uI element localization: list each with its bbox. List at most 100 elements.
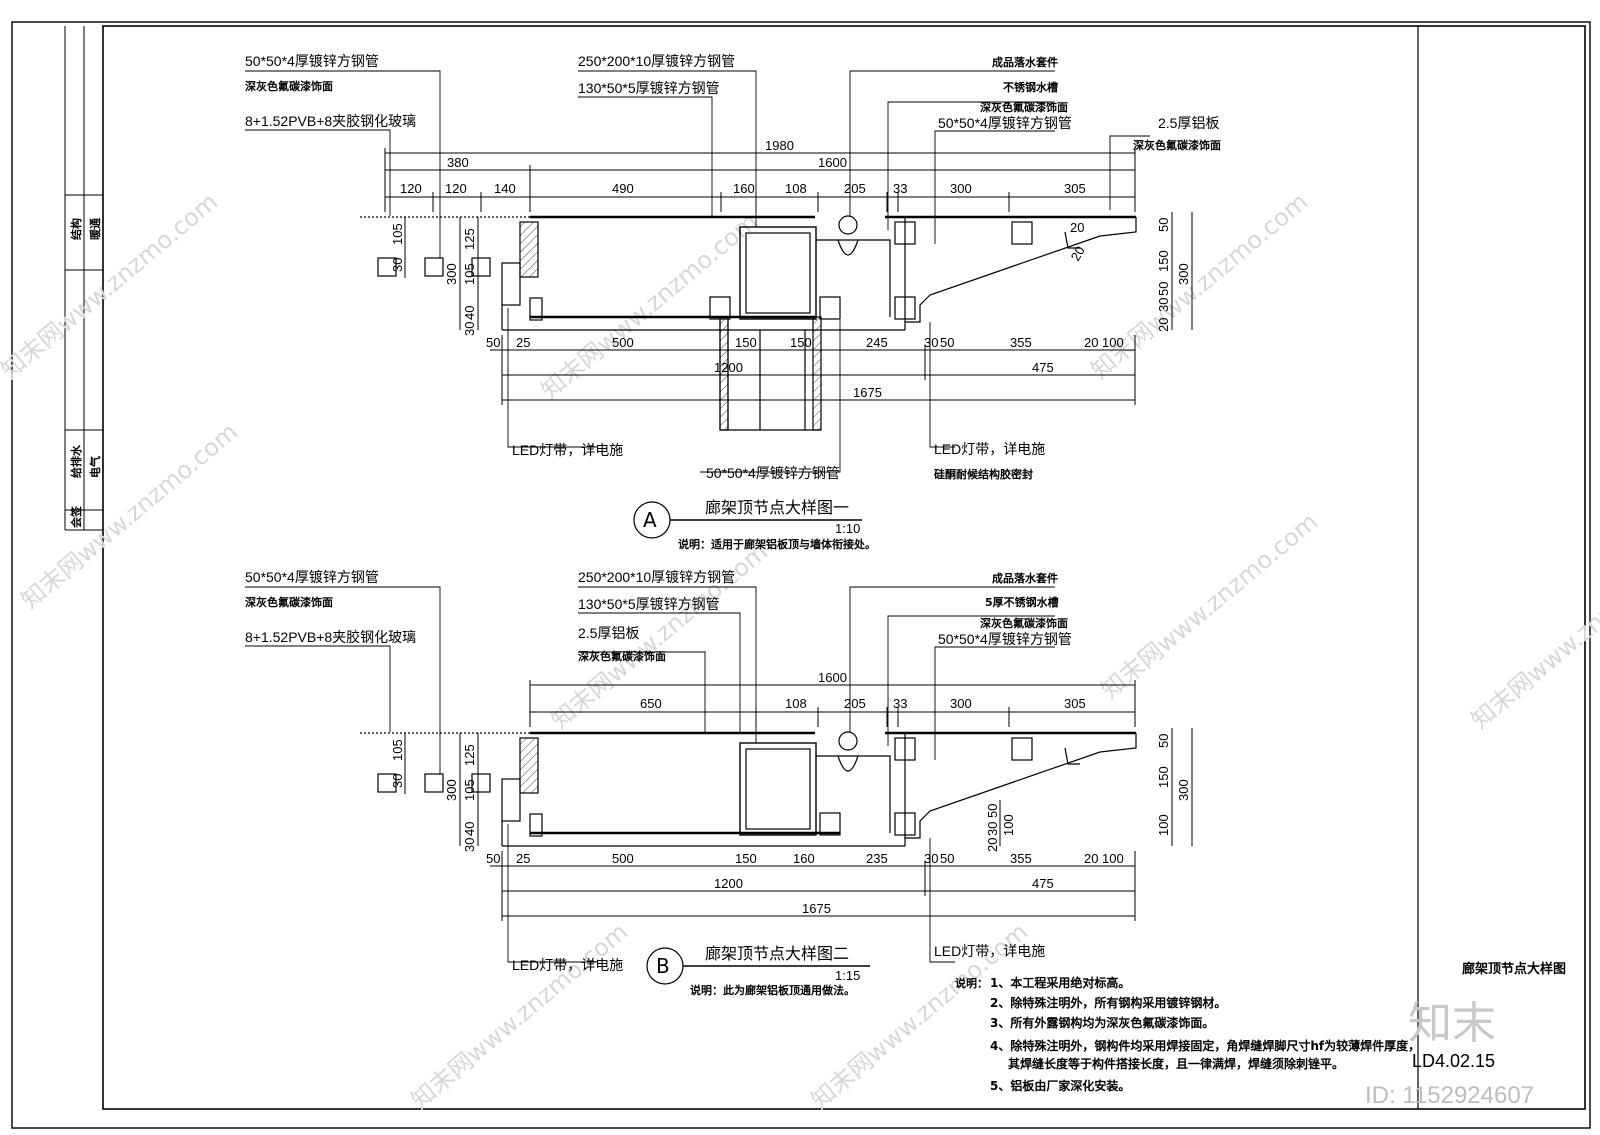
- callout: 深灰色氟碳漆饰面: [1133, 138, 1221, 152]
- dim-label: 20: [1070, 220, 1084, 235]
- dim-label: 305: [1064, 181, 1086, 196]
- dim-label: 50: [940, 851, 954, 866]
- dim-label: 160: [733, 181, 755, 196]
- callout: 50*50*4厚镀锌方钢管: [706, 465, 840, 481]
- note-item: 5、铝板由厂家深化安装。: [990, 1078, 1130, 1093]
- dim-label: 355: [1010, 335, 1032, 350]
- detail-b-dim-right-text: 50 150 300 100 30 50 100 20: [985, 734, 1191, 852]
- dim-label: 20: [1156, 318, 1171, 332]
- callout: 50*50*4厚镀锌方钢管: [245, 53, 379, 69]
- dim-label: 150: [735, 851, 757, 866]
- dim-label: 20: [985, 838, 1000, 852]
- note-item: 1、本工程采用绝对标高。: [990, 975, 1130, 990]
- detail-b-dim-left: [404, 733, 479, 846]
- note-item: 2、除特殊注明外，所有钢构采用镀锌钢材。: [990, 995, 1226, 1010]
- side-label: 给排水: [69, 444, 83, 478]
- callout: 50*50*4厚镀锌方钢管: [938, 115, 1072, 131]
- detail-b-dim-top-text: 1600 650 108 205 33 300 305: [640, 670, 1086, 711]
- detail-note: 说明：此为廊架铝板顶通用做法。: [690, 983, 855, 997]
- dim-label: 30: [462, 838, 477, 852]
- dim-label: 100: [1001, 814, 1016, 836]
- callout: 硅酮耐候结构胶密封: [934, 467, 1033, 481]
- dim-label: 40: [462, 306, 477, 320]
- dim-label: 125: [462, 744, 477, 766]
- detail-b-dim-left-text: 105 30 300 125 105 40 30: [390, 739, 477, 852]
- dim-label: 235: [866, 851, 888, 866]
- dim-label: 1675: [802, 901, 831, 916]
- dim-label: 205: [844, 696, 866, 711]
- detail-note: 说明：适用于廊架铝板顶与墙体衔接处。: [678, 537, 876, 551]
- dim-label: 33: [893, 181, 907, 196]
- callout: 2.5厚铝板: [1158, 115, 1219, 131]
- detail-b-callouts: 50*50*4厚镀锌方钢管 深灰色氟碳漆饰面 8+1.52PVB+8夹胶钢化玻璃…: [245, 569, 1072, 973]
- dim-label: 20: [1068, 243, 1088, 263]
- callout: 130*50*5厚镀锌方钢管: [578, 80, 720, 96]
- dim-label: 20: [1084, 851, 1098, 866]
- note-item: 4、除特殊注明外，钢构件均采用焊接固定，角焊缝焊脚尺寸hf为较薄焊件厚度，: [990, 1038, 1420, 1053]
- watermark: 知末网www.znzmo.com: [1466, 538, 1600, 735]
- callout: LED灯带，详电施: [934, 943, 1045, 959]
- dim-label: 100: [1102, 335, 1124, 350]
- dim-label: 300: [1176, 263, 1191, 285]
- dim-label: 475: [1032, 360, 1054, 375]
- note-item: 3、所有外露钢构均为深灰色氟碳漆饰面。: [990, 1015, 1214, 1030]
- dim-label: 105: [462, 779, 477, 801]
- dim-label: 30: [462, 322, 477, 336]
- detail-a-title: [633, 501, 862, 539]
- dim-label: 50: [985, 804, 1000, 818]
- callout: LED灯带，详电施: [934, 441, 1045, 457]
- callout: 50*50*4厚镀锌方钢管: [938, 631, 1072, 647]
- callout: 130*50*5厚镀锌方钢管: [578, 596, 720, 612]
- callout: 5厚不锈钢水槽: [985, 595, 1059, 609]
- dim-label: 150: [1156, 250, 1171, 272]
- dim-label: 140: [494, 181, 516, 196]
- dim-label: 105: [390, 739, 405, 761]
- detail-title: 廊架顶节点大样图一: [705, 498, 849, 517]
- side-label: 暖通: [88, 218, 102, 240]
- general-notes: 说明： 1、本工程采用绝对标高。 2、除特殊注明外，所有钢构采用镀锌钢材。 3、…: [955, 975, 1420, 1093]
- dim-label: 120: [445, 181, 467, 196]
- detail-a-dim-bottom: [490, 335, 1136, 405]
- dim-label: 1675: [853, 385, 882, 400]
- detail-a-dim-right: [1171, 212, 1193, 330]
- dim-label: 380: [447, 155, 469, 170]
- dim-label: 1200: [714, 876, 743, 891]
- sheet-number: LD4.02.15: [1412, 1051, 1495, 1071]
- dim-label: 1600: [818, 155, 847, 170]
- dim-label: 50: [1156, 734, 1171, 748]
- detail-b-structure: [360, 731, 1137, 847]
- watermark: 知末网www.znzmo.com: [1096, 508, 1323, 705]
- dim-label: 305: [1064, 696, 1086, 711]
- callout: 深灰色氟碳漆饰面: [578, 649, 666, 663]
- dim-label: 150: [1156, 766, 1171, 788]
- dim-label: 30: [985, 822, 1000, 836]
- watermark-layer: 知末网www.znzmo.com 知末网www.znzmo.com 知末网www…: [0, 188, 1600, 1115]
- side-labels: 结构 暖通 给排水 电气 会签: [69, 218, 102, 528]
- watermark: 知末网www.znzmo.com: [406, 918, 633, 1115]
- dim-label: 50: [1156, 218, 1171, 232]
- detail-a-dim-left: [404, 217, 479, 330]
- callout: 深灰色氟碳漆饰面: [980, 100, 1068, 114]
- detail-marker: B: [656, 954, 670, 978]
- detail-a-dim-left-text: 105 30 300 125 105 40 30: [390, 223, 477, 336]
- side-label: 会签: [69, 505, 83, 528]
- dim-label: 108: [785, 696, 807, 711]
- dim-label: 40: [462, 822, 477, 836]
- note-item: 其焊缝长度等于构件搭接长度，且一律满焊，焊缝须除刺锉平。: [1008, 1056, 1344, 1071]
- dim-label: 25: [516, 335, 530, 350]
- sheet-title: 廊架顶节点大样图: [1462, 961, 1566, 977]
- callout: 成品落水套件: [992, 571, 1058, 585]
- dim-label: 160: [793, 851, 815, 866]
- detail-a-callouts: 50*50*4厚镀锌方钢管 深灰色氟碳漆饰面 8+1.52PVB+8夹胶钢化玻璃…: [245, 53, 1221, 481]
- dim-label: 300: [444, 779, 459, 801]
- detail-b-title: [646, 947, 870, 985]
- callout: 不锈钢水槽: [1003, 80, 1058, 94]
- dim-label: 1600: [818, 670, 847, 685]
- detail-a-structure: [360, 215, 1137, 431]
- dim-label: 105: [390, 223, 405, 245]
- callout: LED灯带，详电施: [512, 442, 623, 458]
- dim-label: 50: [940, 335, 954, 350]
- callout: 深灰色氟碳漆饰面: [980, 616, 1068, 630]
- dim-label: 30: [390, 774, 405, 788]
